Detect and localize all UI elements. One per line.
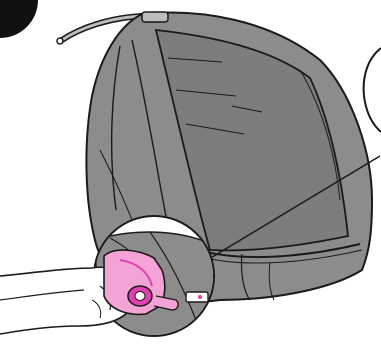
callout-circle-edge: [364, 48, 381, 132]
step-badge-icon: [0, 0, 38, 38]
